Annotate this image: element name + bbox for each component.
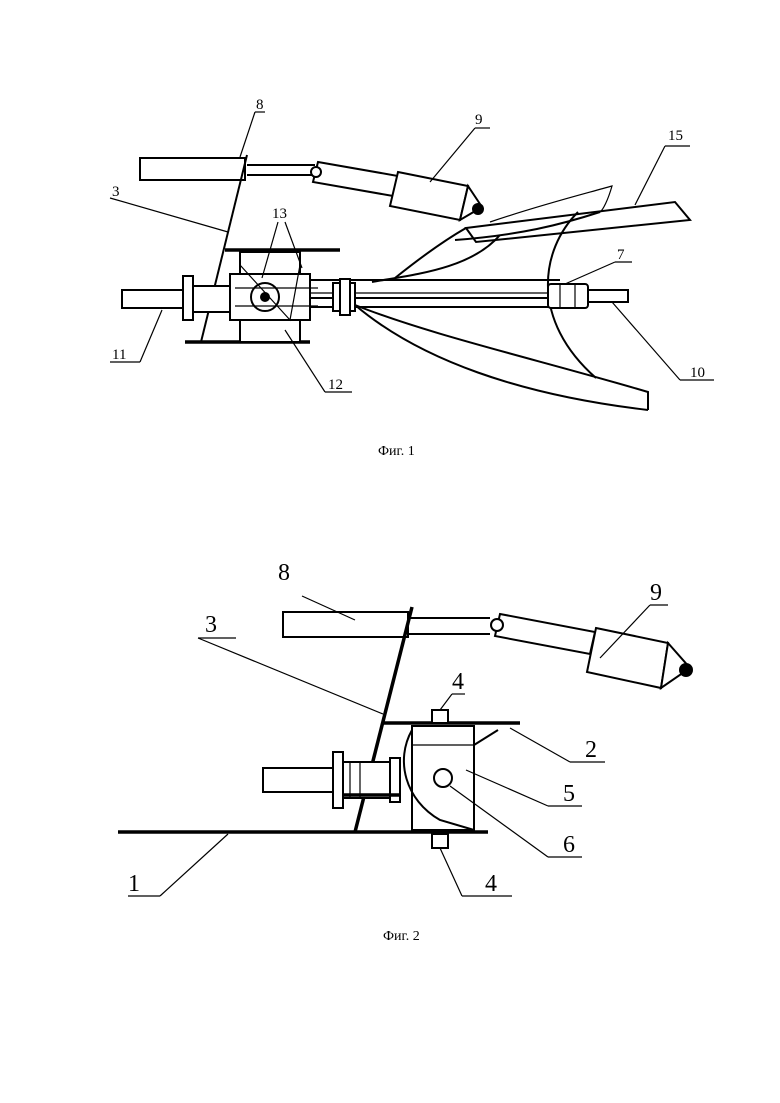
pin-6: [434, 769, 452, 787]
hydraulic-cylinder-9: [491, 614, 693, 688]
label-9: 9: [650, 580, 662, 606]
label-3: 3: [112, 184, 120, 200]
figure-2-caption: Фиг. 2: [383, 929, 420, 944]
blade-15: [455, 186, 690, 378]
shaft-11: [122, 290, 187, 308]
figure-1-caption: Фиг. 1: [378, 444, 415, 459]
label-8: 8: [256, 97, 264, 113]
figure-2: 8 9 3 4 2 5 6 1 4 Фиг. 2: [118, 560, 693, 944]
label-9: 9: [475, 112, 483, 128]
label-1: 1: [128, 871, 140, 897]
label-4-bottom: 4: [485, 871, 497, 897]
bolt-4-top: [432, 710, 448, 723]
bolt-4-bottom: [432, 834, 448, 848]
hinge-assembly-12: [230, 252, 318, 342]
label-13: 13: [272, 206, 287, 222]
label-6: 6: [563, 832, 575, 858]
label-11: 11: [112, 347, 126, 363]
label-10: 10: [690, 365, 705, 381]
nut-7: [548, 284, 628, 308]
label-7: 7: [617, 247, 625, 263]
label-15: 15: [668, 128, 683, 144]
label-12: 12: [328, 377, 343, 393]
label-5: 5: [563, 781, 575, 807]
label-8: 8: [278, 560, 290, 586]
shaft: [263, 768, 335, 792]
label-3: 3: [205, 612, 217, 638]
hydraulic-cylinder-9: [311, 162, 484, 220]
label-4-top: 4: [452, 669, 464, 695]
drawbar-8: [140, 158, 245, 180]
label-2: 2: [585, 737, 597, 763]
figure-1: 8 9 15 3 13 7 11 12 10 Фиг. 1: [110, 97, 714, 459]
